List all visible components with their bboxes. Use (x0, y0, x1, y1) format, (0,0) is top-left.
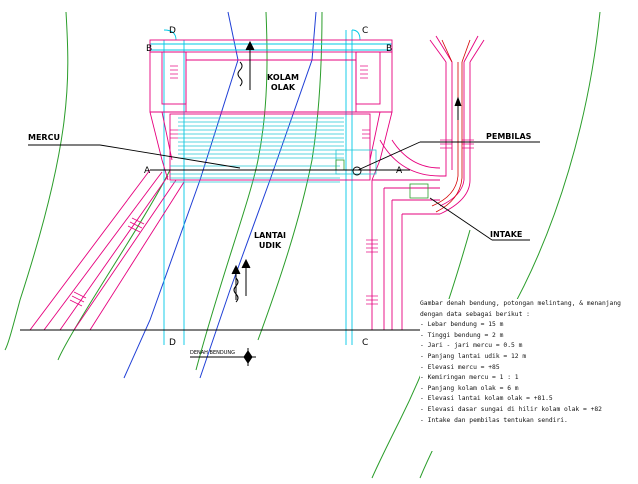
label-lantai-udik-2: UDIK (259, 241, 282, 250)
notes-item: - Panjang kolam olak = 6 m (420, 384, 519, 392)
flushing-flow-lines (431, 39, 471, 213)
section-marker-b-right: B (386, 44, 392, 54)
notes-item: - Tinggi bendung = 2 m (420, 331, 504, 339)
notes-intro-line-2: dengan data sebagai berikut : (420, 310, 530, 318)
design-data-notes: Gambar denah bendung, potongan melintang… (420, 299, 638, 451)
flow-arrows (190, 40, 462, 366)
label-pembilas: PEMBILAS (486, 132, 532, 141)
notes-item: - Elevasi dasar sungai di hilir kolam ol… (420, 405, 602, 413)
section-lines (150, 29, 392, 345)
notes-item: - Jari - jari mercu = 0.5 m (420, 342, 523, 350)
notes-item: - Lebar bendung = 15 m (420, 321, 504, 329)
intake-gates (335, 159, 429, 199)
section-marker-a-right: A (396, 166, 403, 176)
section-marker-b-left: B (146, 44, 152, 54)
section-marker-d-bottom: D (169, 338, 176, 348)
label-intake: INTAKE (490, 230, 522, 239)
section-marker-a-left: A (144, 166, 151, 176)
notes-item: - Kemiringan mercu = 1 : 1 (420, 374, 519, 382)
label-mercu: MERCU (28, 133, 60, 142)
crest-water-lines (170, 117, 377, 183)
label-kolam-olak-2: OLAK (271, 83, 296, 92)
notes-item: - Panjang lantai udik = 12 m (420, 352, 527, 360)
notes-item: - Intake dan pembilas tentukan sendiri. (420, 416, 568, 424)
weir-structure (29, 35, 485, 331)
label-denah-bendung: DENAH BENDUNG (190, 350, 235, 356)
section-marker-c-bottom: C (362, 338, 368, 348)
label-kolam-olak-1: KOLAM (267, 73, 299, 82)
section-marker-d-top: D (169, 26, 176, 36)
section-marker-c-top: C (362, 26, 368, 36)
label-lantai-udik-1: LANTAI (254, 231, 286, 240)
notes-intro-line-1: Gambar denah bendung, potongan melintang… (420, 300, 621, 307)
river-channel-lines (123, 11, 317, 379)
leader-lines (20, 141, 540, 331)
notes-item: - Elevasi lantai kolam olak = +81.5 (420, 395, 553, 403)
notes-item: - Elevasi mercu = +85 (420, 363, 500, 371)
